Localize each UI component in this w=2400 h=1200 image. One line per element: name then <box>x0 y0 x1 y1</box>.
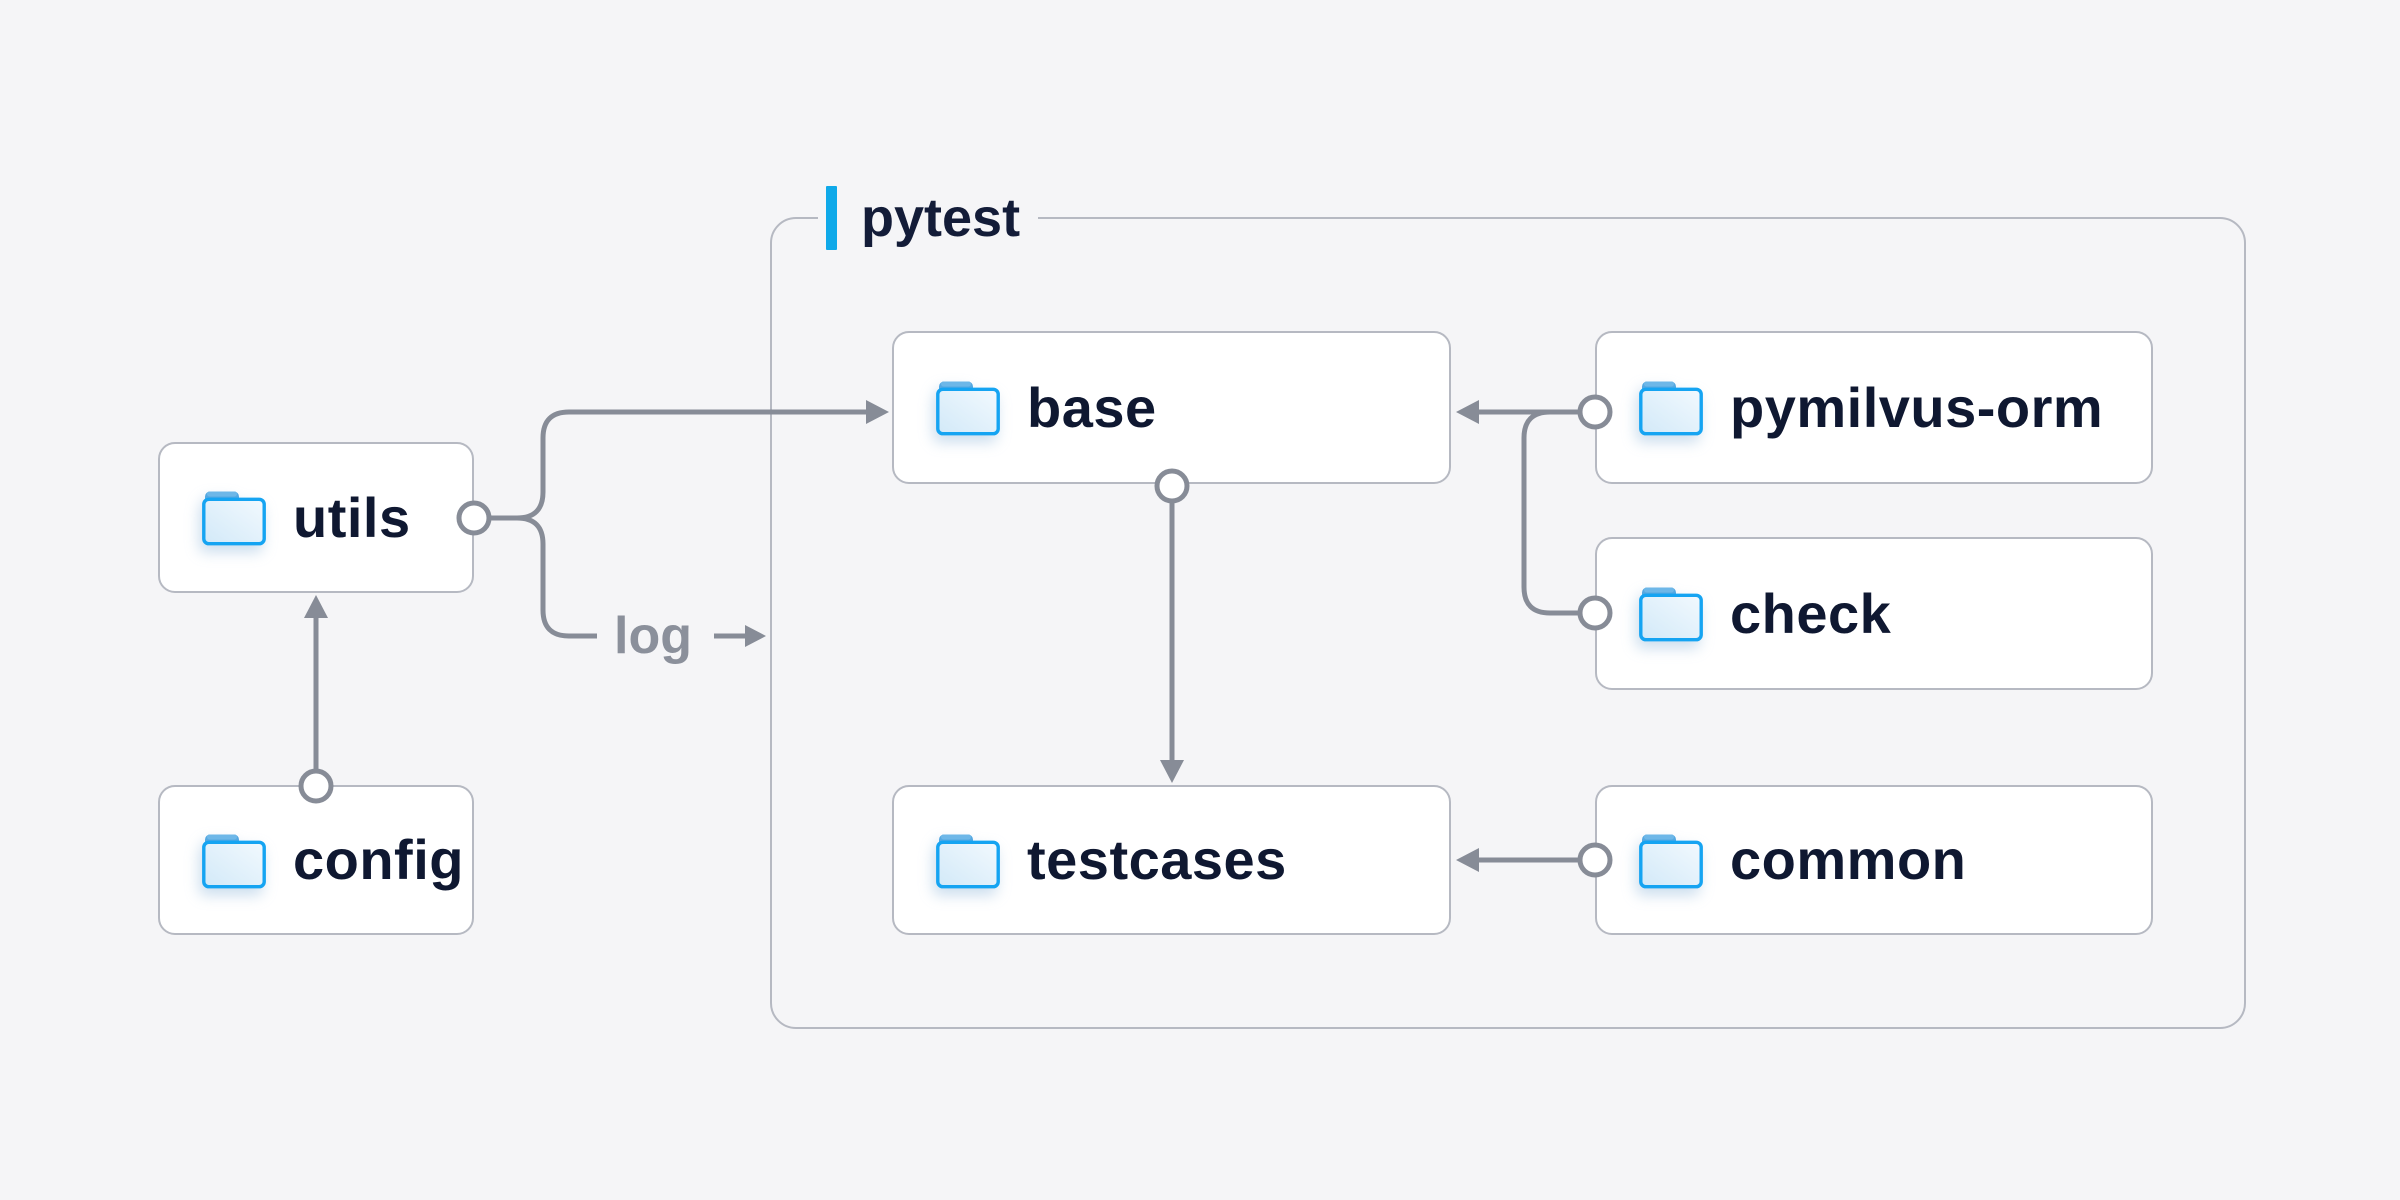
pytest-group-label: pytest <box>818 185 1039 251</box>
log-label: log <box>614 607 692 665</box>
node-label: common <box>1730 828 1967 891</box>
node-label: testcases <box>1027 828 1287 891</box>
node-label: config <box>293 828 464 891</box>
node-label: base <box>1027 375 1157 439</box>
pytest-group: pytest <box>770 185 2246 1029</box>
node-common: common <box>1595 785 2153 935</box>
node-pymilvus-orm: pymilvus-orm <box>1595 331 2153 484</box>
node-config: config <box>158 785 474 935</box>
node-testcases: testcases <box>892 785 1451 935</box>
folder-icon <box>936 832 1000 889</box>
node-base: base <box>892 331 1451 484</box>
node-label: utils <box>293 485 411 549</box>
folder-icon <box>1639 585 1703 642</box>
folder-icon <box>202 832 266 889</box>
folder-icon <box>936 379 1000 436</box>
folder-icon <box>1639 379 1703 436</box>
node-label: pymilvus-orm <box>1730 375 2104 439</box>
accent-bar-icon <box>826 186 837 250</box>
group-title: pytest <box>861 188 1021 248</box>
node-utils: utils <box>158 442 474 593</box>
folder-icon <box>1639 832 1703 889</box>
node-label: check <box>1730 581 1892 645</box>
folder-icon <box>202 489 266 546</box>
node-check: check <box>1595 537 2153 690</box>
edge-config-to-utils <box>298 595 334 804</box>
